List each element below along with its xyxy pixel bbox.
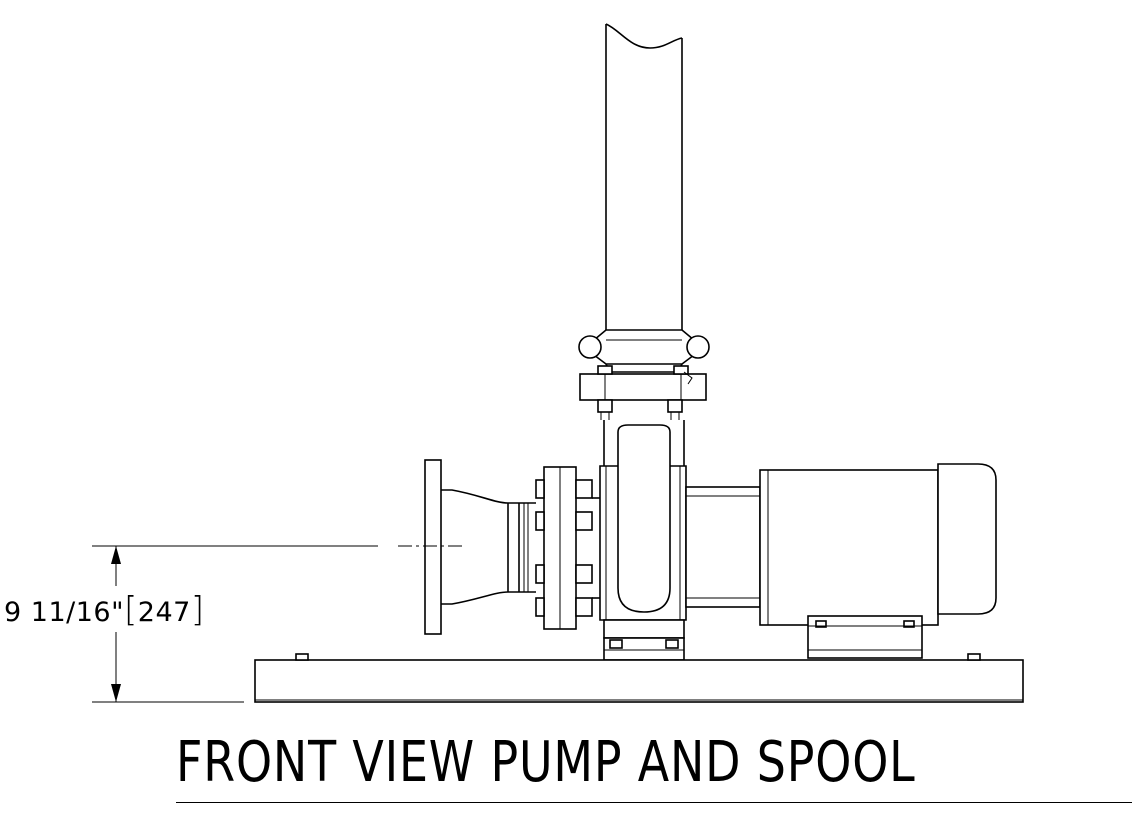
discharge-pipe	[605, 23, 683, 330]
dimension-bracket-open: [	[124, 590, 138, 630]
suction-spool-flange	[535, 466, 600, 630]
dimension-metric: 247	[137, 597, 191, 628]
discharge-flange	[579, 365, 707, 420]
suction-spool	[440, 489, 536, 605]
drawing-title: FRONT VIEW PUMP AND SPOOL	[176, 730, 916, 795]
motor	[759, 463, 997, 626]
dimension-imperial: 9 11/16"	[4, 597, 124, 628]
title-underline	[176, 802, 1132, 803]
bearing-frame	[685, 486, 761, 608]
motor-base	[807, 615, 923, 659]
skid-base	[254, 653, 1024, 703]
pump-neck	[603, 420, 685, 466]
inlet-flange	[424, 459, 442, 635]
height-dimension-label: 9 11/16"[247]	[4, 590, 205, 630]
pump-casing	[599, 424, 687, 621]
dimension-bracket-close: ]	[190, 590, 205, 630]
pump-feet	[603, 619, 685, 661]
height-dimension	[92, 545, 378, 703]
